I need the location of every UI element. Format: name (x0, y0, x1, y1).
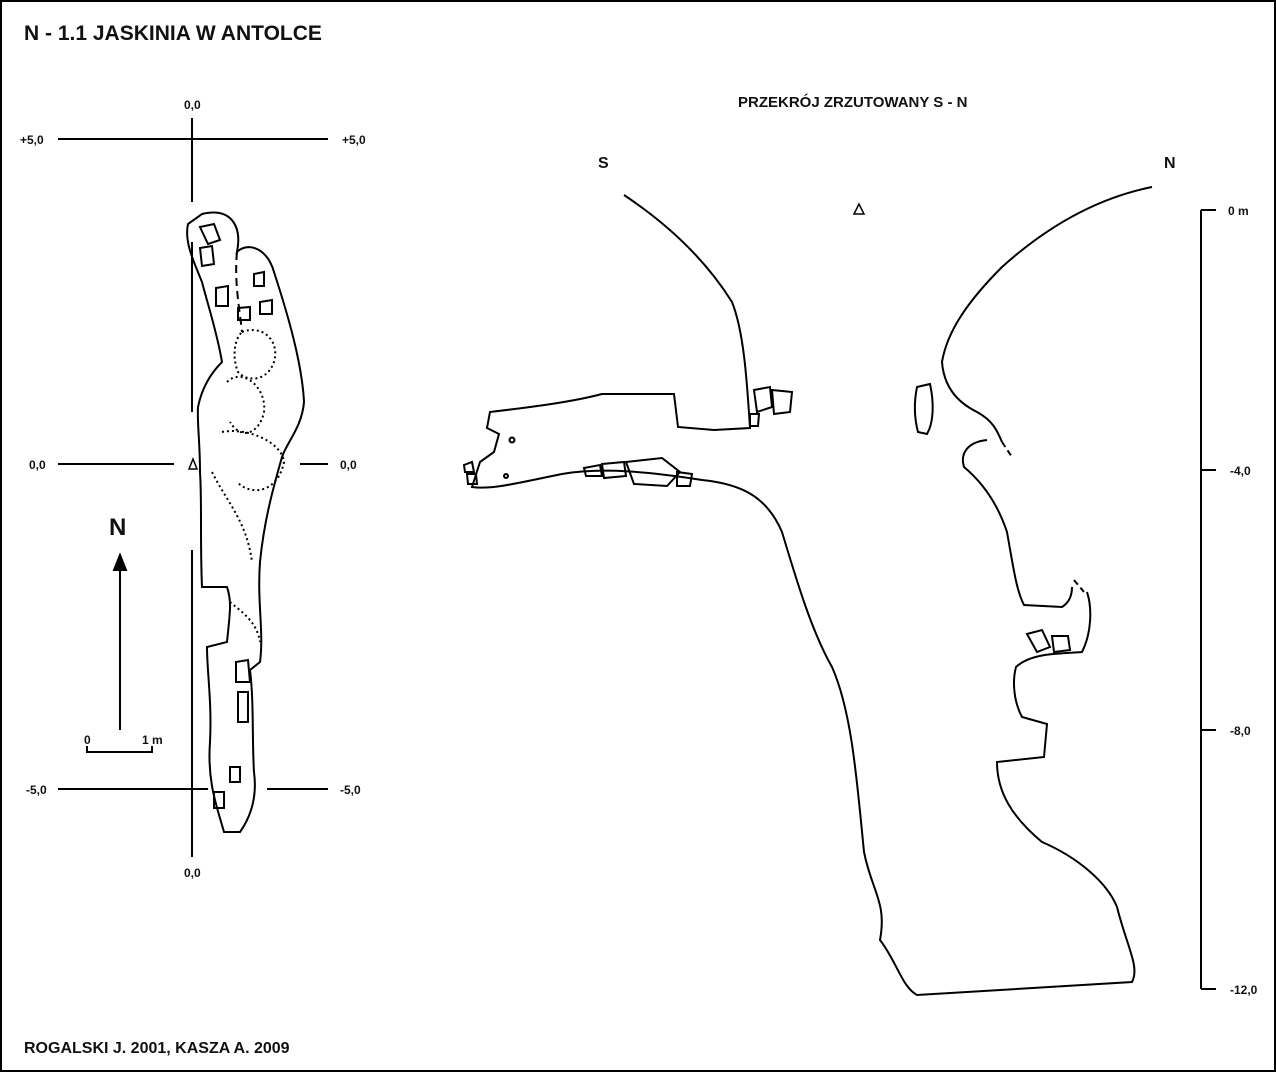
plan-grid (58, 118, 328, 857)
grid-label-bottom: 0,0 (184, 866, 201, 880)
map-title: N - 1.1 JASKINIA W ANTOLCE (24, 22, 322, 45)
depth-label-4: -4,0 (1230, 464, 1251, 478)
depth-label-12: -12,0 (1230, 983, 1258, 997)
depth-scale (1200, 209, 1216, 990)
section-end-north: N (1164, 155, 1176, 172)
scale-bar-start: 0 (84, 733, 91, 747)
grid-label-top: 0,0 (184, 98, 201, 112)
grid-label-south-right: -5,0 (340, 783, 361, 797)
scale-bar-end: 1 m (142, 733, 163, 747)
plan-cave-outline (186, 211, 306, 833)
depth-label-0: 0 m (1228, 204, 1249, 218)
plan-scale-bar (86, 746, 153, 753)
section-end-south: S (598, 155, 609, 172)
depth-label-8: -8,0 (1230, 724, 1251, 738)
survey-credit: ROGALSKI J. 2001, KASZA A. 2009 (24, 1040, 290, 1057)
north-arrow-label: N (109, 514, 127, 541)
grid-label-mid-right: 0,0 (340, 458, 357, 472)
section-cave-outline (462, 186, 1153, 997)
grid-label-south-left: -5,0 (26, 783, 47, 797)
grid-label-mid-left: 0,0 (29, 458, 46, 472)
grid-label-north-right: +5,0 (342, 133, 366, 147)
north-arrow (112, 552, 128, 730)
section-title: PRZEKRÓJ ZRZUTOWANY S - N (738, 94, 968, 111)
grid-label-north-left: +5,0 (20, 133, 44, 147)
